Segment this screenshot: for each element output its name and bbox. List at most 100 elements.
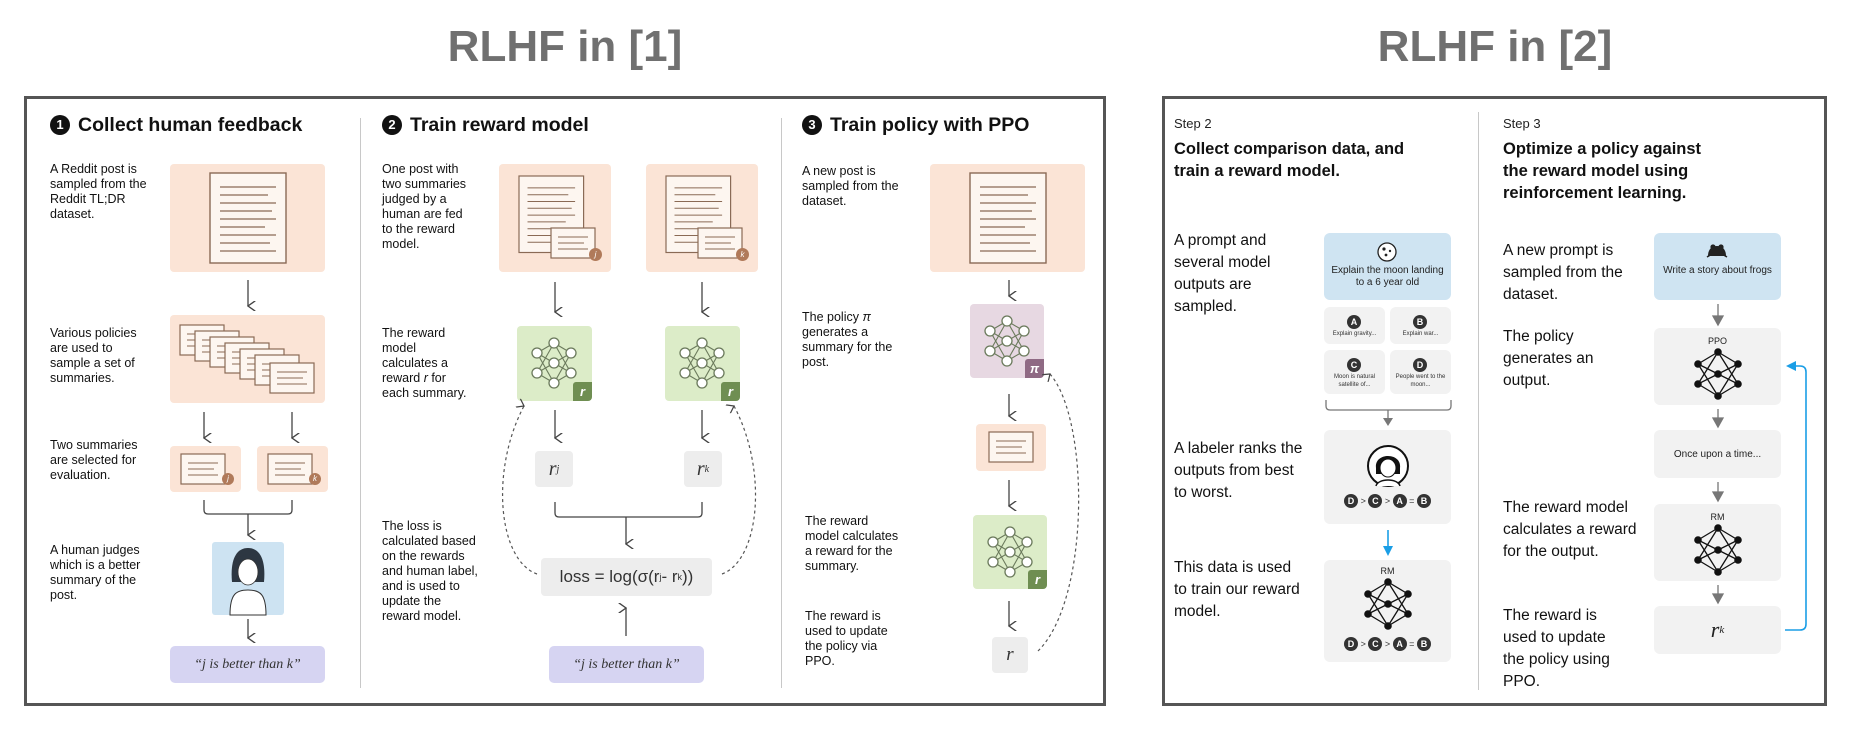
title-rlhf-2: RLHF in [2] <box>1377 22 1613 71</box>
desc-new-post: A new post is sampled from the dataset. <box>802 164 899 208</box>
rank-letter: A <box>1392 494 1407 508</box>
title-rlhf-1: RLHF in [1] <box>447 22 683 71</box>
desc-prompt-sampled: A prompt and several model outputs are s… <box>1174 232 1271 315</box>
rank-operator: > <box>1360 496 1366 506</box>
prompt-text: Explain the moon landing to a 6 year old <box>1331 265 1444 288</box>
rank-letter: B <box>1416 637 1431 651</box>
output-text: Explain war... <box>1402 331 1439 337</box>
loss-part: loss = log(σ(r <box>559 567 660 586</box>
rank-letter: A <box>1392 637 1407 651</box>
judgement-label: “j is better than k” <box>549 646 704 683</box>
output-letter: A <box>1347 315 1361 329</box>
step-number: 1 <box>50 115 70 135</box>
reward-subscript: k <box>1719 624 1725 636</box>
rank-letter: C <box>1368 494 1383 508</box>
post-with-summary-j: j <box>499 164 611 272</box>
reward-subscript: k <box>704 463 710 475</box>
output-a: A Explain gravity... <box>1324 307 1385 344</box>
prompt-text: Write a story about frogs <box>1663 265 1772 276</box>
reward-subscript: j <box>556 463 560 475</box>
loss-part: - r <box>661 567 678 586</box>
judgement-label: “j is better than k” <box>170 646 325 683</box>
output-d: D People went to the moon... <box>1390 350 1451 394</box>
step-2-heading: Collect comparison data, and train a rew… <box>1174 140 1405 180</box>
desc-loss: The loss is calculated based on the rewa… <box>382 519 478 623</box>
ranking-row: D > C > A = B <box>1324 637 1451 651</box>
policies-box <box>170 315 325 403</box>
rank-operator: > <box>1384 496 1391 506</box>
loss-part: )) <box>682 567 694 586</box>
rank-letter: D <box>1344 637 1359 651</box>
rank-letter: B <box>1416 494 1431 508</box>
policy-box: π <box>970 304 1044 378</box>
column-divider <box>1478 112 1479 690</box>
reward-tag: r <box>1028 570 1047 589</box>
desc-policy: The policy π generates a summary for the… <box>802 310 893 369</box>
output-letter: C <box>1347 358 1361 372</box>
reward-tag: r <box>573 382 592 401</box>
label-j: j <box>222 473 234 485</box>
summary-k-box: k <box>257 446 328 492</box>
step-3-label: Step 3 <box>1503 116 1541 131</box>
desc-reward-calc: The reward model calculates a reward for… <box>1503 499 1637 560</box>
frog-icon <box>1706 244 1728 258</box>
rank-operator: > <box>1360 639 1366 649</box>
generated-summary-box <box>976 424 1046 471</box>
rank-operator: > <box>1384 639 1391 649</box>
desc-human-judge: A human judges which is a better summary… <box>50 543 141 602</box>
human-judge-box <box>212 542 284 616</box>
rm-label: RM <box>1710 512 1725 522</box>
label-j: j <box>589 248 602 261</box>
rank-letter: C <box>1368 637 1383 651</box>
reward-model-box: r <box>973 515 1047 589</box>
label-k: k <box>309 473 321 485</box>
desc-labeler-ranks: A labeler ranks the outputs from best to… <box>1174 440 1303 501</box>
reddit-post-box <box>170 164 325 272</box>
rm-training-box: RM D > C > A = B <box>1324 560 1451 662</box>
output-box: Once upon a time... <box>1654 430 1781 478</box>
reward-symbol: r <box>548 457 557 480</box>
output-c: C Moon is natural satellite of... <box>1324 350 1385 394</box>
desc-update-policy: The reward is used to update the policy … <box>805 609 888 668</box>
output-letter: B <box>1413 315 1427 329</box>
output-text: Explain gravity... <box>1332 331 1377 337</box>
step-2-label: Step 2 <box>1174 116 1212 131</box>
output-b: B Explain war... <box>1390 307 1451 344</box>
new-post-box <box>930 164 1085 272</box>
moon-icon <box>1377 242 1397 262</box>
person-icon <box>229 548 267 616</box>
rm-label: RM <box>1380 566 1395 576</box>
desc-reddit-post: A Reddit post is sampled from the Reddit… <box>50 162 147 221</box>
step-title: Train reward model <box>410 114 589 136</box>
desc-post-fed: One post with two summaries judged by a … <box>382 162 467 251</box>
ppo-box: PPO <box>1654 328 1781 405</box>
reward-model-k: r <box>665 326 740 401</box>
desc-reward-update: The reward is used to update the policy … <box>1503 607 1610 690</box>
step-3-heading: Optimize a policy against the reward mod… <box>1503 140 1702 202</box>
prompt-box: Explain the moon landing to a 6 year old <box>1324 233 1451 300</box>
desc-new-prompt: A new prompt is sampled from the dataset… <box>1503 242 1623 303</box>
rank-letter: D <box>1344 494 1359 508</box>
loss-sub-k: k <box>677 572 683 582</box>
reward-tag: r <box>721 382 740 401</box>
column-divider <box>360 118 361 688</box>
reward-value: r <box>992 637 1028 673</box>
desc-policy-generates: The policy generates an output. <box>1503 328 1594 389</box>
column-divider <box>781 118 782 688</box>
post-with-summary-k: k <box>646 164 758 272</box>
desc-train-rm: This data is used to train our reward mo… <box>1174 559 1300 620</box>
reward-symbol: r <box>1710 617 1720 642</box>
frog-prompt-box: Write a story about frogs <box>1654 233 1781 300</box>
step-title: Train policy with PPO <box>830 114 1030 136</box>
desc-various-policies: Various policies are used to sample a se… <box>50 326 137 385</box>
